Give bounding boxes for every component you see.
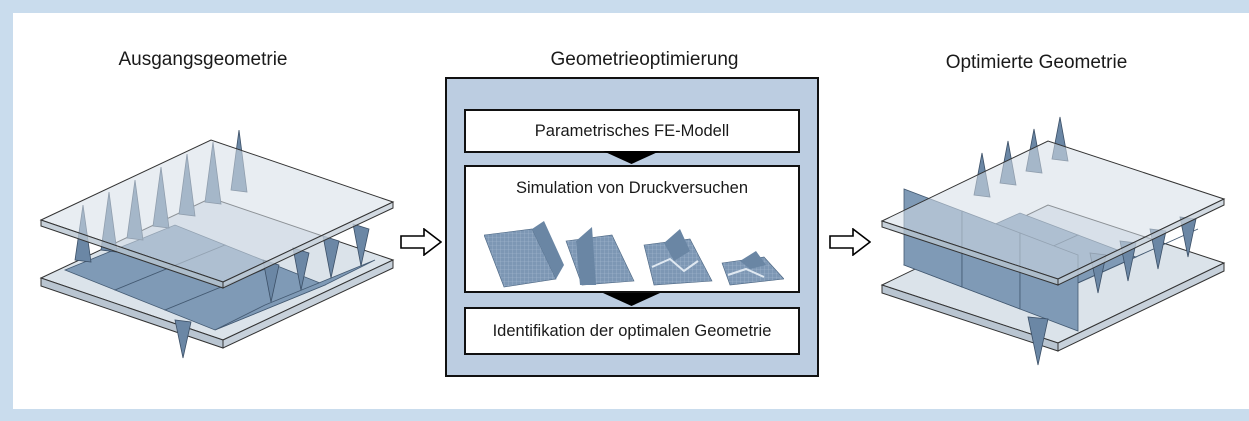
optimization-process-box: Parametrisches FE-Modell Simulation von … <box>445 77 819 377</box>
top-plate-side <box>222 201 394 289</box>
mesh-stage-4 <box>721 251 784 286</box>
fe-model-step: Parametrisches FE-Modell <box>464 109 800 153</box>
bottom-plate-side <box>222 259 394 349</box>
simulation-step-label: Simulation von Druckversuchen <box>515 179 749 197</box>
filled-down-arrow-icon <box>603 293 660 306</box>
identification-step-label: Identifikation der optimalen Geometrie <box>492 322 772 340</box>
optimized-geometry-illustration <box>880 116 1226 366</box>
simulation-step: Simulation von Druckversuchen <box>464 165 800 293</box>
initial-geometry-title: Ausgangsgeometrie <box>118 49 288 70</box>
mesh-stage-2 <box>565 227 635 286</box>
hollow-right-arrow-icon <box>829 228 871 256</box>
initial-geometry-illustration <box>39 129 395 359</box>
simulation-mesh-images <box>484 221 784 288</box>
identification-step: Identifikation der optimalen Geometrie <box>464 307 800 355</box>
bottom-plate-side <box>1057 262 1225 352</box>
fe-model-step-label: Parametrisches FE-Modell <box>534 122 730 140</box>
mesh-stage-1 <box>484 221 564 288</box>
mesh-stage-3 <box>643 229 713 286</box>
top-plate-side <box>1057 198 1225 286</box>
process-title: Geometrieoptimierung <box>550 49 739 70</box>
optimized-geometry-title: Optimierte Geometrie <box>945 52 1128 73</box>
filled-down-arrow-icon <box>603 151 660 164</box>
hollow-right-arrow-icon <box>400 228 442 256</box>
